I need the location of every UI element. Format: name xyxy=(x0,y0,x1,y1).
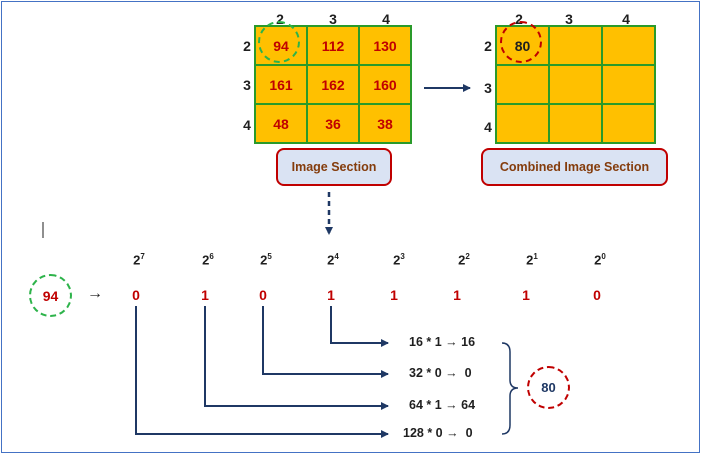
power-of-two: 23 xyxy=(393,252,405,268)
bit-7-connector xyxy=(135,306,389,438)
right-row-header-2: 2 xyxy=(484,38,492,54)
grid-cell: 38 xyxy=(359,104,411,143)
bit-4-connector xyxy=(330,306,389,347)
bit-value: 1 xyxy=(522,287,530,303)
right-col-header-4: 4 xyxy=(622,11,630,27)
power-of-two: 20 xyxy=(594,252,606,268)
grid-cell: 36 xyxy=(307,104,359,143)
grid-cell: 112 xyxy=(307,26,359,65)
grid-cell: 161 xyxy=(255,65,307,104)
result-pixel-circle xyxy=(500,21,542,63)
bit-value: 1 xyxy=(201,287,209,303)
left-row-header-4: 4 xyxy=(243,117,251,133)
equation-row: 16 * 1 → 16 xyxy=(409,335,476,349)
left-col-header-4: 4 xyxy=(382,11,390,27)
grid-cell: 130 xyxy=(359,26,411,65)
grid-cell xyxy=(549,104,602,143)
grid-cell xyxy=(496,65,549,104)
grid-cell xyxy=(602,26,655,65)
input-value-circle: 94 xyxy=(29,274,72,317)
grid-cell xyxy=(602,104,655,143)
left-row-header-3: 3 xyxy=(243,77,251,93)
arrow-icon: → xyxy=(445,366,458,380)
bit-6-connector xyxy=(204,306,389,410)
power-of-two: 21 xyxy=(526,252,538,268)
grid-cell xyxy=(602,65,655,104)
combined-image-section-caption: Combined Image Section xyxy=(481,148,668,186)
image-section-grid: 94 112 130 161 162 160 48 36 38 xyxy=(254,25,412,144)
arrow-icon: → xyxy=(446,426,459,440)
right-col-header-2: 2 xyxy=(515,11,523,27)
arrow-icon: → xyxy=(445,335,458,349)
power-of-two: 25 xyxy=(260,252,272,268)
grid-cell xyxy=(496,104,549,143)
power-of-two: 26 xyxy=(202,252,214,268)
grid-cell: 162 xyxy=(307,65,359,104)
bit-value: 1 xyxy=(327,287,335,303)
right-col-header-3: 3 xyxy=(565,11,573,27)
bit-value: 0 xyxy=(593,287,601,303)
input-arrow-icon: → xyxy=(87,285,103,302)
bit-value: 0 xyxy=(132,287,140,303)
equation-row: 64 * 1 → 64 xyxy=(409,398,476,412)
sum-brace xyxy=(501,342,519,435)
power-of-two: 24 xyxy=(327,252,339,268)
left-col-header-2: 2 xyxy=(276,11,284,27)
bit-value: 1 xyxy=(453,287,461,303)
left-col-header-3: 3 xyxy=(329,11,337,27)
grid-cell xyxy=(549,26,602,65)
equation-row: 32 * 0 → 0 xyxy=(409,366,472,380)
combined-image-section-grid: 80 xyxy=(495,25,656,144)
bit-value: 0 xyxy=(259,287,267,303)
bit-value: 1 xyxy=(390,287,398,303)
grid-cell xyxy=(549,65,602,104)
selected-pixel-circle xyxy=(258,21,300,63)
result-value-circle: 80 xyxy=(527,366,570,409)
power-of-two: 22 xyxy=(458,252,470,268)
bit-5-connector xyxy=(262,306,389,378)
power-of-two: 27 xyxy=(133,252,145,268)
equation-row: 128 * 0 → 0 xyxy=(403,426,473,440)
right-row-header-4: 4 xyxy=(484,119,492,135)
image-section-caption: Image Section xyxy=(276,148,392,186)
grid-cell: 160 xyxy=(359,65,411,104)
right-row-header-3: 3 xyxy=(484,80,492,96)
arrow-icon: → xyxy=(445,398,458,412)
left-row-header-2: 2 xyxy=(243,38,251,54)
grid-cell: 48 xyxy=(255,104,307,143)
